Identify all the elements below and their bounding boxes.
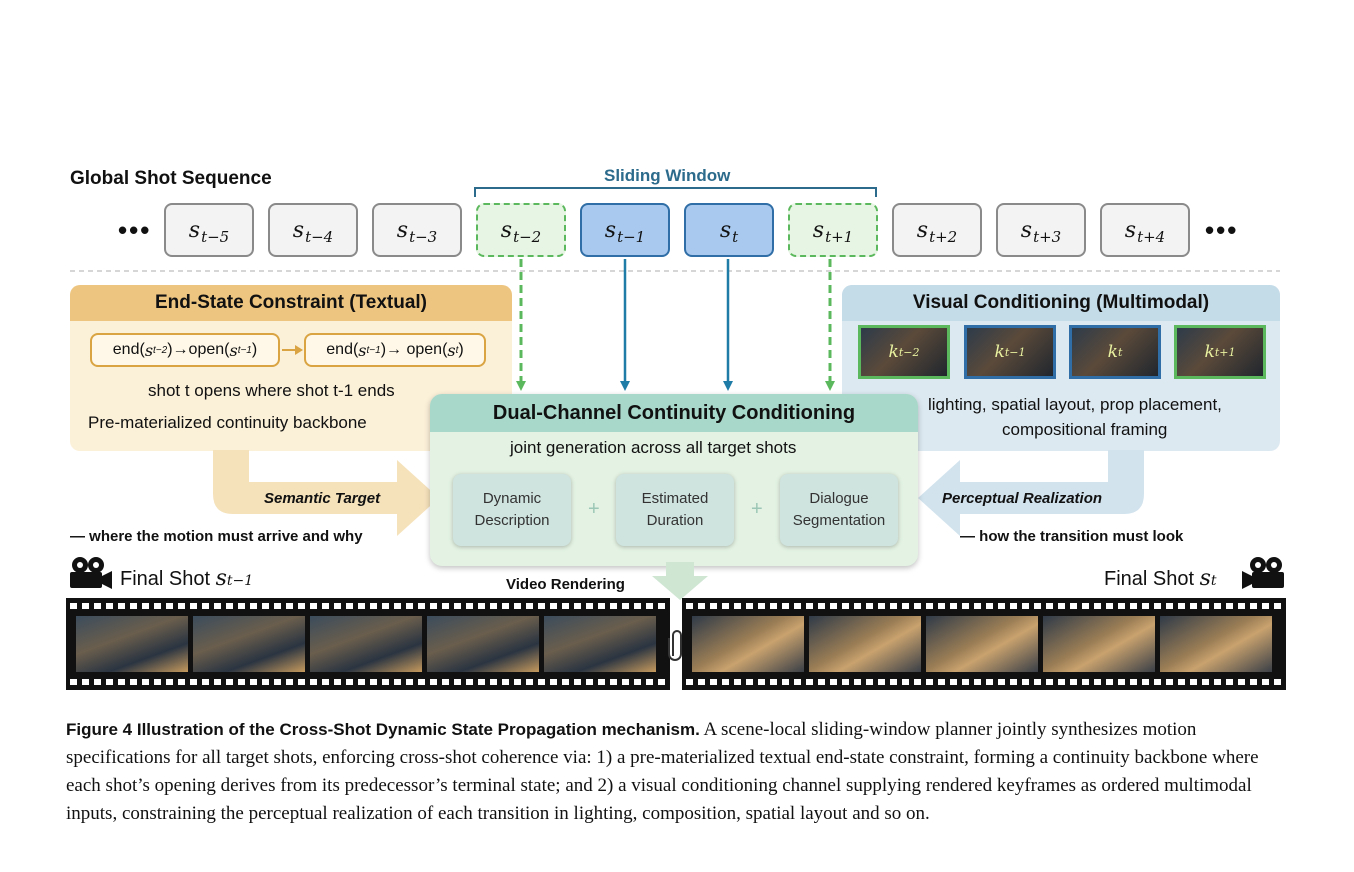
film-frame [310, 616, 422, 672]
sliding-window-bracket [474, 187, 877, 197]
plus-sign-1: + [588, 498, 600, 520]
semantic-target-arrow [213, 450, 439, 536]
left-panel-line2: Pre-materialized continuity backbone [88, 413, 367, 432]
plus-sign-2: + [751, 498, 763, 520]
film-frame [76, 616, 188, 672]
film-frame [926, 616, 1038, 672]
figure-caption-title: Figure 4 Illustration of the Cross-Shot … [66, 720, 700, 739]
film-frame [544, 616, 656, 672]
film-frame [1160, 616, 1272, 672]
perceptual-realization-label: Perceptual Realization [942, 490, 1103, 507]
film-frame [692, 616, 804, 672]
dual-channel-subtitle: joint generation across all target shots [510, 438, 797, 457]
film-strip-right [682, 598, 1286, 690]
sliding-window-label: Sliding Window [604, 166, 731, 185]
semantic-target-note: — where the motion must arrive and why [70, 528, 363, 545]
semantic-target-label: Semantic Target [264, 490, 381, 507]
perceptual-realization-note: — how the transition must look [960, 528, 1184, 545]
film-frame [193, 616, 305, 672]
chip-arrow-icon [282, 345, 303, 355]
film-frame [427, 616, 539, 672]
perceptual-realization-arrow [918, 450, 1144, 536]
visual-conditioning-title: Visual Conditioning (Multimodal) [842, 285, 1280, 321]
right-panel-line1: lighting, spatial layout, prop placement… [928, 395, 1222, 414]
camera-icon-right [1242, 557, 1284, 589]
figure-caption-text: A scene-local sliding-window planner joi… [66, 719, 1259, 824]
final-shot-right-label: Final Shot st [1104, 566, 1217, 591]
dual-channel-title: Dual-Channel Continuity Conditioning [430, 394, 918, 432]
final-shot-left-label: Final Shot st−1 [120, 566, 254, 591]
film-strip-left [66, 598, 670, 690]
figure-caption: Figure 4 Illustration of the Cross-Shot … [66, 716, 1288, 828]
ellipsis-right: ••• [1205, 215, 1239, 245]
connector-graphics [70, 187, 1280, 391]
video-rendering-label: Video Rendering [506, 576, 625, 593]
camera-icon-left [70, 557, 112, 589]
left-panel-line1: shot t opens where shot t-1 ends [148, 381, 395, 400]
video-rendering-arrow [652, 562, 708, 600]
film-frame [1043, 616, 1155, 672]
ellipsis-left: ••• [118, 215, 152, 245]
right-panel-line2: compositional framing [1002, 420, 1168, 439]
end-state-title: End-State Constraint (Textual) [70, 285, 512, 321]
sequence-title: Global Shot Sequence [70, 168, 272, 189]
film-frame [809, 616, 921, 672]
paperclip-icon [668, 630, 682, 661]
